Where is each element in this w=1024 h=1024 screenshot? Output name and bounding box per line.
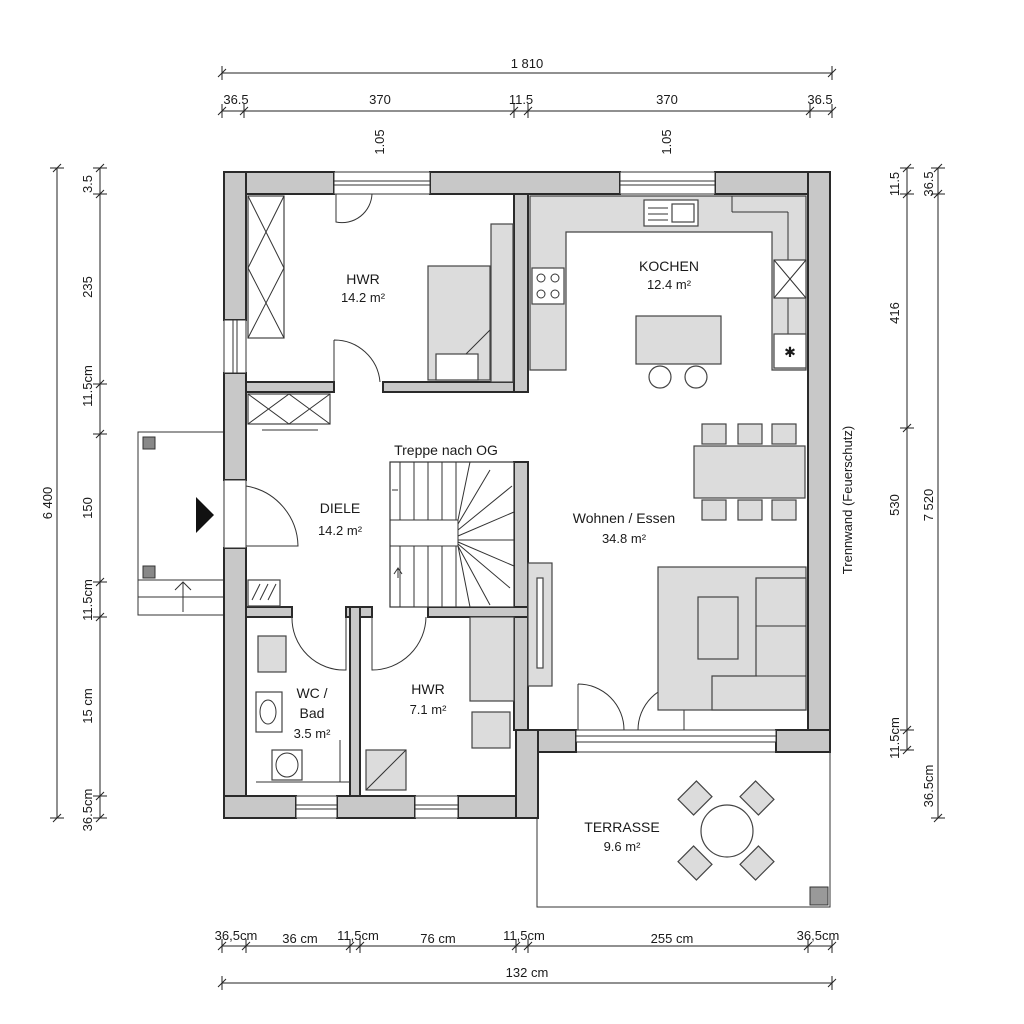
hwr-top-furniture: [247, 195, 514, 383]
room-wohnen-area: 34.8 m²: [602, 531, 647, 546]
dim-left-seg-7: 36.5cm: [80, 789, 95, 832]
dim-bottom-total: 132 cm: [506, 965, 549, 980]
room-terrasse-name: TERRASSE: [584, 819, 659, 835]
dim-top-seg-3: 11.5: [509, 92, 533, 107]
dimension-right: 11.5 36.5 416 530 7 520 11.5cm 36.5cm: [887, 163, 945, 823]
hwr-bottom-furniture: [365, 616, 515, 791]
dim-window-1: 1.05: [372, 129, 387, 154]
dim-top-seg-1: 36.5: [223, 92, 248, 107]
doors: [223, 193, 685, 731]
diele-furniture: [247, 393, 331, 607]
dim-left-seg-4: 150: [80, 497, 95, 519]
dim-left-seg-2: 235: [80, 276, 95, 298]
dim-left-seg-5: 11.5cm: [80, 579, 95, 621]
stove-icon: [531, 267, 565, 305]
dim-bottom-seg-6: 255 cm: [651, 931, 694, 946]
dim-bottom-seg-3: 11,5cm: [337, 928, 379, 943]
dim-right-seg-5: 11.5cm: [887, 717, 902, 759]
entrance-arrow-icon: [196, 497, 214, 533]
dim-right-seg-6: 36.5cm: [921, 765, 936, 808]
exterior-walls: [223, 171, 831, 819]
room-hwr-top-name: HWR: [346, 271, 379, 287]
room-kochen-name: KOCHEN: [639, 258, 699, 274]
stairs-label: Treppe nach OG: [394, 442, 498, 458]
windows: [223, 171, 777, 819]
room-wc-area: 3.5 m²: [294, 726, 332, 741]
dim-window-2: 1.05: [659, 129, 674, 154]
terrace: [536, 751, 831, 908]
terrace-table-set: [677, 780, 775, 881]
stairs: [389, 461, 515, 608]
room-hwr-bottom-area: 7.1 m²: [410, 702, 448, 717]
living-furniture: [527, 423, 807, 711]
interior-walls: [245, 193, 529, 797]
kitchen-furniture: ✱: [529, 195, 807, 389]
room-labels: HWR 14.2 m² KOCHEN 12.4 m² Treppe nach O…: [294, 258, 855, 854]
room-terrasse-area: 9.6 m²: [604, 839, 642, 854]
dim-top-seg-4: 370: [656, 92, 678, 107]
dim-right-total: 7 520: [921, 489, 936, 522]
room-hwr-top-area: 14.2 m²: [341, 290, 386, 305]
dim-bottom-seg-2: 36 cm: [282, 931, 317, 946]
entrance-platform: [137, 431, 225, 616]
toilet-icon: [271, 749, 303, 781]
room-diele-name: DIELE: [320, 500, 360, 516]
dim-bottom-seg-1: 36,5cm: [215, 928, 258, 943]
dim-right-seg-2: 36.5: [921, 171, 936, 196]
dim-right-seg-1: 11.5: [887, 172, 902, 196]
dim-bottom-seg-5: 11,5cm: [503, 928, 545, 943]
room-wc-name-line2: Bad: [300, 705, 325, 721]
kitchen-island: [635, 315, 722, 365]
room-wc-name-line1: WC /: [296, 685, 327, 701]
dim-right-seg-3: 416: [887, 302, 902, 324]
dim-bottom-seg-4: 76 cm: [420, 931, 455, 946]
dim-left-seg-6: 15 cm: [80, 688, 95, 723]
room-hwr-bottom-name: HWR: [411, 681, 444, 697]
dim-top-seg-2: 370: [369, 92, 391, 107]
room-kochen-area: 12.4 m²: [647, 277, 692, 292]
wc-furniture: [255, 635, 350, 783]
dimension-left: 6 400 3.5 235 11.5cm 150 11.5cm 15 cm 36…: [40, 163, 107, 832]
coffee-table: [697, 596, 739, 660]
dim-top-seg-5: 36.5: [807, 92, 832, 107]
dimension-top: 1 810 36.5 370 11.5 370 36.5 1.05 1.05: [217, 56, 837, 155]
dim-top-total: 1 810: [511, 56, 544, 71]
partition-wall-label: Trennwand (Feuerschutz): [840, 426, 855, 574]
dimension-bottom: 36,5cm 36 cm 11,5cm 76 cm 11,5cm 255 cm …: [215, 928, 840, 990]
snowflake-icon: ✱: [784, 344, 796, 360]
dim-left-seg-1: 3.5: [80, 175, 95, 193]
dining-table: [693, 445, 806, 499]
dim-left-total: 6 400: [40, 487, 55, 520]
room-wohnen-name: Wohnen / Essen: [573, 510, 675, 526]
room-diele-area: 14.2 m²: [318, 523, 363, 538]
dim-right-seg-4: 530: [887, 494, 902, 516]
dim-bottom-seg-7: 36,5cm: [797, 928, 840, 943]
dim-left-seg-3: 11.5cm: [80, 365, 95, 407]
